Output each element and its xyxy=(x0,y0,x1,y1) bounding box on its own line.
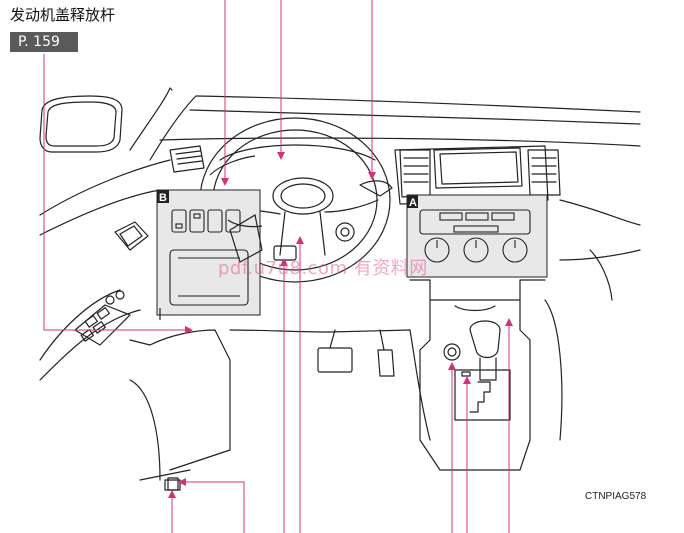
image-id: CTNPIAG578 xyxy=(585,491,647,502)
shift-gate xyxy=(454,369,511,421)
page-title: 发动机盖释放杆 xyxy=(10,6,116,24)
inset-a-label: A xyxy=(409,197,417,209)
power-outlet xyxy=(443,343,461,361)
glovebox-panel xyxy=(169,249,249,306)
pedal-right xyxy=(377,349,395,377)
hood-release-lever xyxy=(167,477,179,491)
gear-shift-knob xyxy=(469,320,501,359)
pedal-left xyxy=(317,347,353,373)
door-handle xyxy=(114,221,149,251)
side-mirror xyxy=(39,95,123,153)
left-vent xyxy=(169,145,205,173)
inset-a: A xyxy=(406,194,548,278)
callout-page-ref xyxy=(43,54,185,331)
navigation-screen xyxy=(433,147,523,189)
inset-b: B xyxy=(156,189,261,316)
watermark: pdf.u7u8.com 有资料网 xyxy=(218,258,428,279)
callout-lines xyxy=(43,0,513,533)
ignition-switch xyxy=(335,222,355,242)
climate-dial-right xyxy=(502,237,528,263)
page-reference-tag[interactable]: P. 159 xyxy=(10,32,78,52)
steering-wheel-hub xyxy=(272,177,334,215)
climate-dial-center xyxy=(463,237,489,263)
inset-b-label: B xyxy=(159,192,167,204)
climate-dial-left xyxy=(424,237,450,263)
window-switch-panel xyxy=(74,304,131,346)
